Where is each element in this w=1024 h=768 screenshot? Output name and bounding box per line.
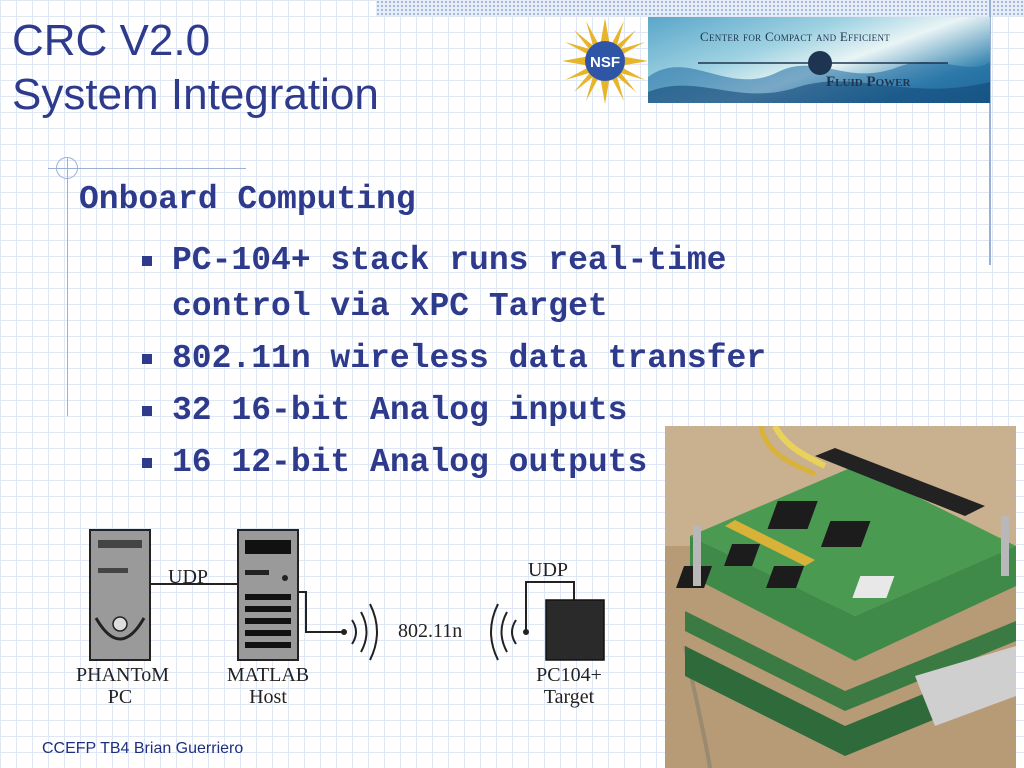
right-guide-line xyxy=(989,0,991,265)
wireless-label: 802.11n xyxy=(398,620,463,642)
bullet-list: PC-104+ stack runs real-time control via… xyxy=(138,238,898,486)
decor-guide-horizontal xyxy=(48,168,246,169)
title-line-1: CRC V2.0 xyxy=(12,16,211,65)
target-udp-line xyxy=(525,581,575,632)
desktop-pc-icon xyxy=(89,529,151,661)
matlab-label-line-2: Host xyxy=(249,686,287,708)
bullet-text: PC-104+ stack runs real-time xyxy=(172,242,727,279)
nsf-text: NSF xyxy=(590,54,620,71)
bullet-item: 32 16-bit Analog inputs xyxy=(138,388,898,434)
square-bullet-icon xyxy=(142,406,152,416)
section-heading: Onboard Computing xyxy=(79,181,416,218)
pc104-stack-photo xyxy=(665,426,1016,768)
bullet-item: PC-104+ stack runs real-time control via… xyxy=(138,238,898,330)
system-diagram: UDP UDP 802.11n PHANToM PC MATLAB Host P… xyxy=(70,522,630,722)
bullet-text: 16 12-bit Analog outputs xyxy=(172,444,648,481)
bullet-text: 802.11n wireless data transfer xyxy=(172,340,767,377)
pc104-target-icon xyxy=(545,599,605,661)
top-dotted-band xyxy=(376,0,1024,16)
ccefp-name-line-2: Fluid Power xyxy=(826,74,911,90)
nsf-logo: NSF xyxy=(560,16,650,106)
title-line-2: System Integration xyxy=(12,70,379,119)
wireless-signal-icon xyxy=(490,603,517,661)
bullet-text: 32 16-bit Analog inputs xyxy=(172,392,628,429)
system-diagram-graphic xyxy=(89,529,605,661)
decor-guide-vertical xyxy=(67,158,68,416)
bullet-item: 802.11n wireless data transfer xyxy=(138,336,898,382)
udp-label-target: UDP xyxy=(528,559,569,581)
phantom-label-line-1: PHANToM xyxy=(76,664,170,686)
square-bullet-icon xyxy=(142,354,152,364)
bullet-text-continued: control via xPC Target xyxy=(172,288,608,325)
ccefp-name-line-1: Center for Compact and Efficient xyxy=(700,29,891,44)
wave-graphic-icon xyxy=(648,51,990,103)
phantom-label-line-2: PC xyxy=(107,686,133,708)
phantom-pc-label: PHANToM PC xyxy=(76,664,170,708)
host-antenna-line xyxy=(298,591,342,633)
ccefp-logo: Center for Compact and Efficient Fluid P… xyxy=(648,17,990,103)
target-label-line-1: PC104+ xyxy=(536,664,602,686)
nsf-seal-icon: NSF xyxy=(562,18,648,104)
pc104-target-label: PC104+ Target xyxy=(526,664,612,708)
slide-title: CRC V2.0 System Integration xyxy=(12,14,379,122)
square-bullet-icon xyxy=(142,256,152,266)
server-host-icon xyxy=(237,529,299,661)
decor-guide-circle xyxy=(56,157,78,179)
wireless-signal-icon xyxy=(351,603,378,661)
slide-footer: CCEFP TB4 Brian Guerriero xyxy=(42,740,244,757)
bullet-item: 16 12-bit Analog outputs xyxy=(138,440,898,486)
square-bullet-icon xyxy=(142,458,152,468)
udp-label-host: UDP xyxy=(168,566,209,588)
matlab-label-line-1: MATLAB xyxy=(226,664,310,686)
matlab-host-label: MATLAB Host xyxy=(222,664,314,708)
target-label-line-2: Target xyxy=(543,686,595,708)
circuit-board-stack-icon xyxy=(665,426,1016,768)
